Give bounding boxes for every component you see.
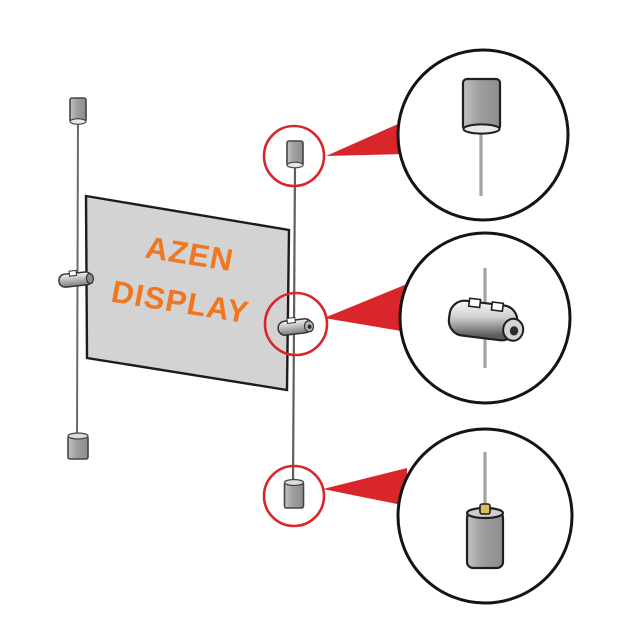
right-panel-gripper-icon [277,316,315,336]
callout-circle-top [262,124,326,188]
left-top-fixing-icon [69,97,87,125]
callout-wedge-middle [324,284,407,332]
right-bottom-fixing-icon [283,478,305,509]
left-panel-gripper-icon [58,269,95,288]
callout-circle-bottom [262,464,326,528]
callout-circle-middle [263,291,329,357]
display-panel [84,194,291,392]
left-bottom-fixing-icon [67,432,89,460]
detail-ceiling-fixing-icon [461,77,502,196]
callout-wedge-bottom [323,468,407,506]
right-cable-assembly [277,140,315,509]
right-top-fixing-icon [286,140,304,169]
detail-circle-top [396,48,570,222]
detail-floor-fixing-icon [465,452,505,570]
detail-cable-gripper-icon [447,268,525,368]
callout-wedge-top [326,120,407,156]
